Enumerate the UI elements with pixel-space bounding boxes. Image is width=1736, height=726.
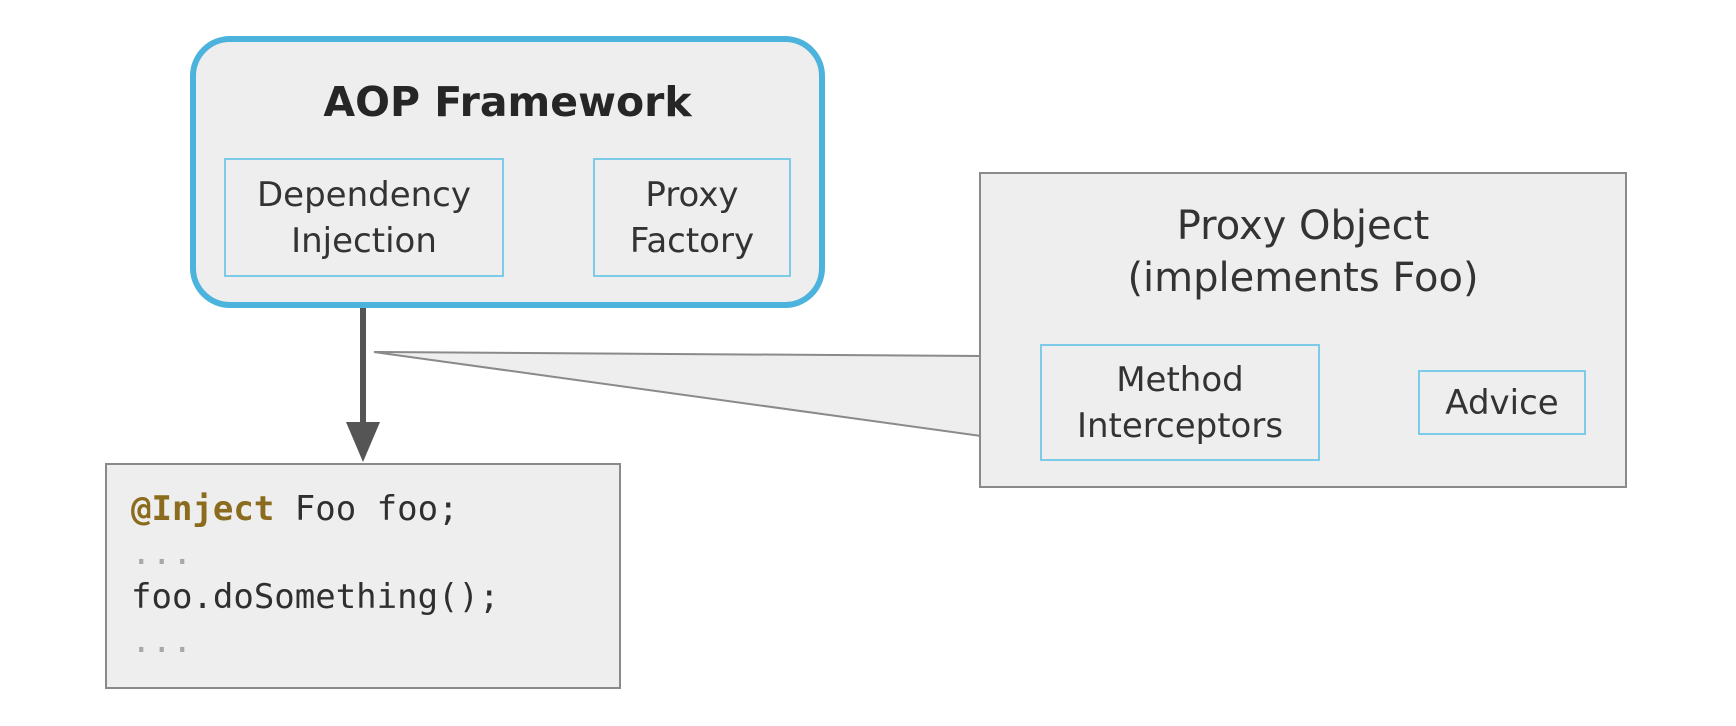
inject-annotation: @Inject [131,489,275,529]
code-snippet-box: @Inject Foo foo; ... foo.doSomething(); … [105,463,621,689]
proxy-factory-box: Proxy Factory [593,158,791,277]
proxy-callout-wedge [373,351,982,438]
code-ellipsis-1: ... [131,533,193,573]
code-line-call: foo.doSomething(); [131,577,500,617]
method-interceptors-box: Method Interceptors [1040,344,1320,461]
code-line-inject: @Inject Foo foo; [131,487,619,531]
dependency-injection-box: Dependency Injection [224,158,504,277]
advice-box: Advice [1418,370,1586,435]
aop-framework-title: AOP Framework [323,78,692,126]
arrowhead-di-to-code [346,422,380,462]
code-ellipsis-2: ... [131,621,193,661]
proxy-object-title: Proxy Object (implements Foo) [1127,203,1479,301]
foo-declaration: Foo foo; [274,489,459,529]
